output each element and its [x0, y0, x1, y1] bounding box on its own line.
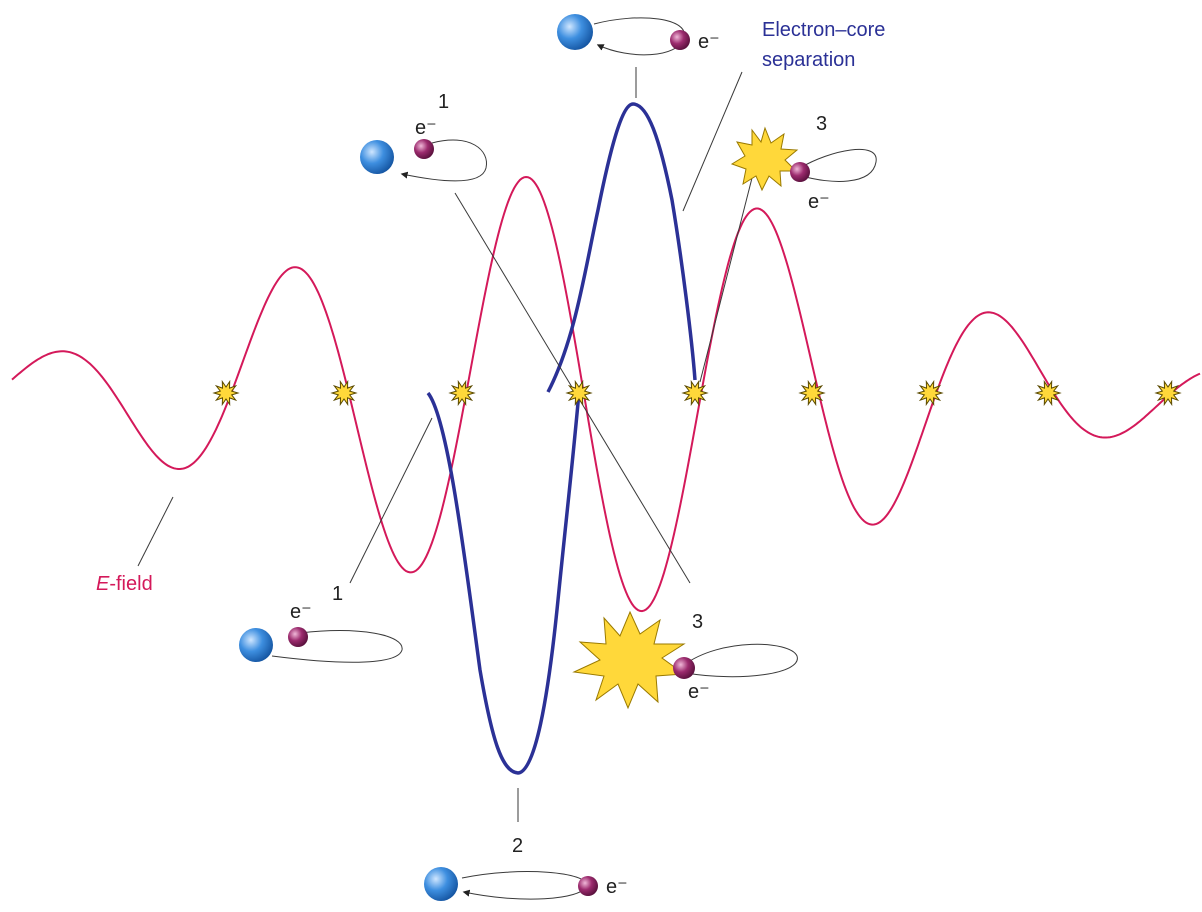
small-burst-icon	[565, 379, 593, 407]
step3-lower-electron-label: e⁻	[688, 681, 710, 703]
electron-icon	[414, 139, 434, 159]
step3-lower-group: 3 e⁻	[572, 610, 798, 710]
loop-icon	[271, 630, 403, 663]
loop-icon	[683, 643, 798, 678]
efield-wave	[11, 175, 1201, 613]
electron-icon	[790, 162, 810, 182]
step-peak-group: e⁻	[557, 14, 720, 56]
blue-nucleus-icon	[360, 140, 394, 174]
step1-upper-number: 1	[438, 91, 449, 113]
step3-upper-electron-label: e⁻	[808, 191, 830, 213]
small-burst-icon	[330, 379, 358, 407]
recollision-burst-icon	[730, 126, 799, 192]
efield-label: E-field	[96, 573, 153, 595]
small-burst-icon	[212, 379, 240, 407]
electron-icon	[288, 627, 308, 647]
electron-icon	[578, 876, 598, 896]
blue-nucleus-icon	[239, 628, 273, 662]
return-arrow-icon	[400, 139, 487, 182]
separation-curve-1	[426, 391, 581, 775]
electron-icon	[673, 657, 695, 679]
small-burst-icon	[448, 379, 476, 407]
small-burst-icon	[1034, 379, 1062, 407]
small-burst-icon	[681, 379, 709, 407]
loop-icon	[799, 149, 877, 182]
step2-number: 2	[512, 835, 523, 857]
step3-lower-number: 3	[692, 611, 703, 633]
step2-group: 2 e⁻	[424, 835, 628, 901]
blue-nucleus-icon	[557, 14, 593, 50]
step2-electron-label: e⁻	[606, 876, 628, 898]
step3-upper-number: 3	[816, 113, 827, 135]
separation-label-line1: Electron–core	[762, 19, 885, 41]
step1-lower-group: 1 e⁻	[239, 583, 403, 663]
electron-icon	[670, 30, 690, 50]
small-burst-icon	[798, 379, 826, 407]
separation-label-line2: separation	[762, 49, 855, 71]
step1-upper-electron-label: e⁻	[415, 117, 437, 139]
peak-electron-label: e⁻	[698, 31, 720, 53]
separation-curve-2	[546, 102, 697, 393]
small-burst-icon	[916, 379, 944, 407]
return-arrow-icon	[461, 871, 587, 900]
small-burst-icon	[1154, 379, 1182, 407]
step1-lower-number: 1	[332, 583, 343, 605]
small-bursts	[212, 379, 1182, 407]
step1-upper-group: 1 e⁻	[360, 91, 487, 182]
recollision-burst-icon	[572, 610, 686, 710]
blue-nucleus-icon	[424, 867, 458, 901]
step1-lower-electron-label: e⁻	[290, 601, 312, 623]
step3-upper-group: 3 e⁻	[730, 113, 877, 213]
